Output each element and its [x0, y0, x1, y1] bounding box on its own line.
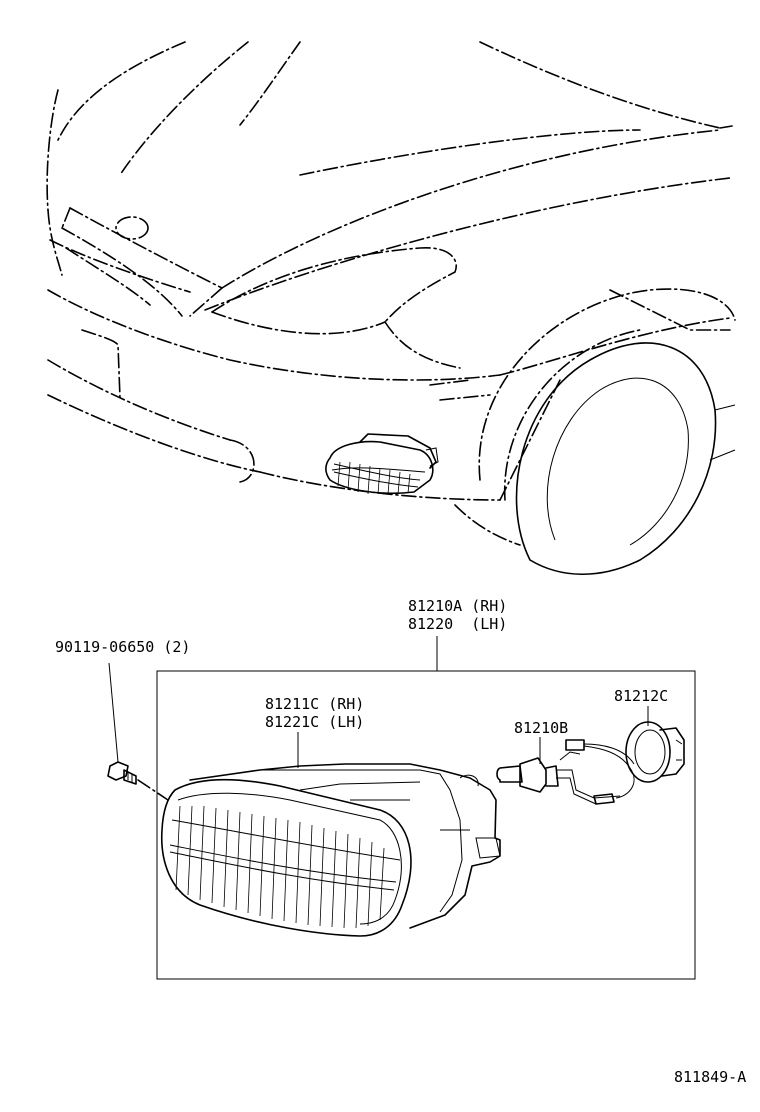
- socket-icon: [583, 706, 685, 805]
- socket-part-label: 81212C: [614, 687, 668, 705]
- car-front-outline: [46, 41, 736, 575]
- bulb-part-label: 81210B: [514, 719, 568, 737]
- installed-fog-lamp: [325, 433, 439, 495]
- assembly-box: [156, 670, 696, 980]
- bulb-icon: [496, 737, 621, 805]
- figure-id-label: 811849-A: [674, 1068, 746, 1086]
- fog-lamp-lens-drawing: [160, 763, 501, 937]
- assembly-rh-label: 81210A (RH): [408, 597, 507, 615]
- bolt-part-label: 90119-06650 (2): [55, 638, 190, 656]
- bolt-icon: [107, 662, 169, 801]
- lens-lh-label: 81221C (LH): [265, 713, 364, 731]
- lens-rh-label: 81211C (RH): [265, 695, 364, 713]
- assembly-lh-label: 81220 (LH): [408, 615, 507, 633]
